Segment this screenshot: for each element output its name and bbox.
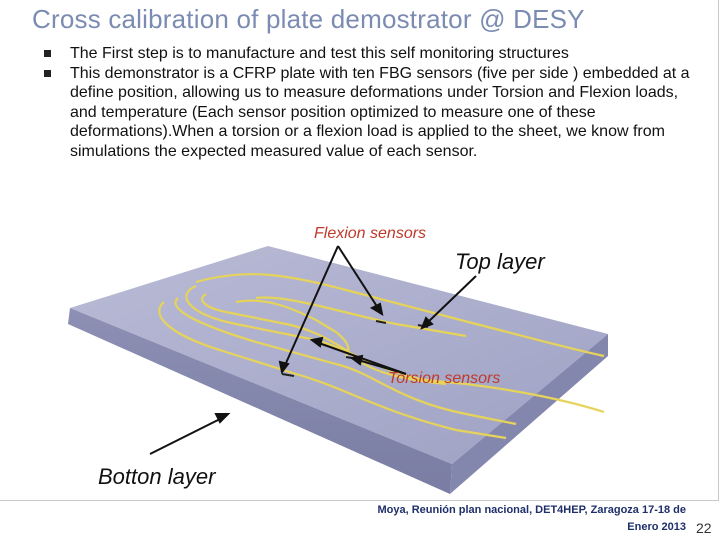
footer-line: Enero 2013 (627, 521, 686, 533)
slide-title: Cross calibration of plate demostrator @… (32, 4, 585, 34)
bullet-item: This demonstrator is a CFRP plate with t… (44, 64, 694, 162)
flexion-sensors-label: Flexion sensors (314, 225, 427, 242)
footer-line: Moya, Reunión plan nacional, DET4HEP, Za… (377, 504, 687, 516)
bullet-text: The First step is to manufacture and tes… (70, 45, 569, 62)
bullet-list: The First step is to manufacture and tes… (44, 44, 694, 162)
plate-right-edge (450, 334, 608, 494)
annotation-arrows (149, 245, 477, 455)
torsion-sensors-label: Torsion sensors (388, 370, 501, 387)
plate-front-edge (68, 308, 452, 494)
square-bullet-icon (44, 69, 51, 77)
top-layer-label: Top layer (455, 249, 545, 274)
footer-citation: Moya, Reunión plan nacional, DET4HEP, Za… (330, 502, 687, 536)
plate-top-surface (70, 246, 608, 464)
page-number: 22 (696, 520, 712, 536)
square-bullet-icon (44, 50, 51, 57)
bottom-layer-label: Botton layer (98, 464, 216, 489)
bullet-item: The First step is to manufacture and tes… (44, 44, 694, 64)
slide-frame (0, 0, 719, 501)
bullet-text: This demonstrator is a CFRP plate with t… (70, 64, 690, 160)
cfrp-plate-figure (68, 245, 608, 494)
